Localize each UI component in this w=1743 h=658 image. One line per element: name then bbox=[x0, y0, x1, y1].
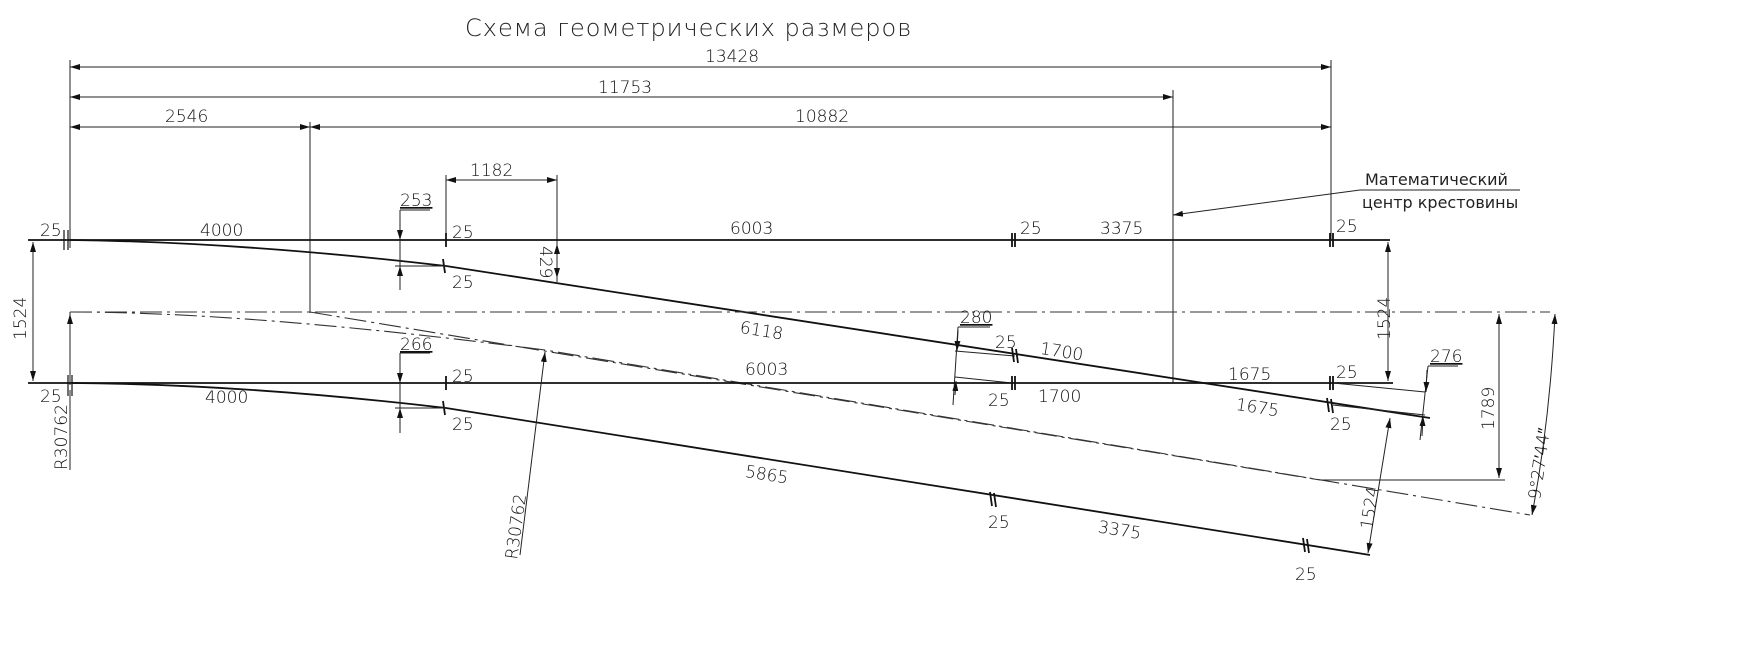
svg-text:25: 25 bbox=[988, 391, 1010, 411]
top-diverging-rail bbox=[69, 239, 1431, 419]
dim-to-center-label: 11753 bbox=[598, 78, 652, 98]
bottom-main-length: 6003 bbox=[745, 360, 788, 380]
gauge-left-label: 1524 bbox=[11, 297, 31, 340]
svg-text:25: 25 bbox=[1295, 565, 1317, 585]
svg-text:25: 25 bbox=[452, 273, 474, 293]
svg-text:25: 25 bbox=[452, 223, 474, 243]
gauge-diverging bbox=[1366, 417, 1392, 554]
top-main-length: 6003 bbox=[730, 219, 773, 239]
top-diverging-length: 6118 bbox=[739, 318, 785, 345]
svg-text:25: 25 bbox=[40, 221, 62, 241]
crossing-angle: 9°27′44″ bbox=[1525, 427, 1555, 501]
bottom-diverging-length: 5865 bbox=[744, 462, 790, 489]
angle-arc bbox=[1530, 313, 1558, 516]
annotation-line1: Математический bbox=[1365, 170, 1508, 189]
annotation-leader bbox=[1172, 189, 1361, 217]
radius-left: R30762 bbox=[52, 404, 72, 470]
svg-text:25: 25 bbox=[1336, 217, 1358, 237]
radius-mid: R30762 bbox=[502, 493, 531, 561]
offset-276: 276 bbox=[1430, 347, 1462, 367]
offset-266: 266 bbox=[400, 335, 432, 355]
gauge-diverging-label: 1524 bbox=[1357, 485, 1384, 531]
offset-253: 253 bbox=[400, 191, 432, 211]
offset-429: 429 bbox=[535, 246, 555, 278]
svg-text:25: 25 bbox=[988, 513, 1010, 533]
diverging-1700: 1700 bbox=[1039, 339, 1085, 366]
svg-text:25: 25 bbox=[1330, 415, 1352, 435]
gauge-right-label: 1524 bbox=[1375, 297, 1395, 340]
svg-text:25: 25 bbox=[995, 333, 1017, 353]
svg-text:25: 25 bbox=[1020, 219, 1042, 239]
bottom-tail-length: 3375 bbox=[1097, 517, 1143, 544]
bottom-1675: 1675 bbox=[1228, 365, 1271, 385]
annotation-line2: центр крестовины bbox=[1362, 193, 1518, 212]
drawing-title: Схема геометрических размеров bbox=[465, 14, 912, 42]
offset-1789: 1789 bbox=[1479, 387, 1499, 430]
diverging-centerline bbox=[69, 311, 1531, 516]
top-curve-length: 4000 bbox=[200, 221, 243, 241]
top-tail-length: 3375 bbox=[1100, 219, 1143, 239]
diverging-1675: 1675 bbox=[1234, 395, 1280, 422]
svg-text:25: 25 bbox=[40, 387, 62, 407]
bottom-1700: 1700 bbox=[1038, 387, 1081, 407]
offset-280: 280 bbox=[960, 308, 992, 328]
svg-text:25: 25 bbox=[1336, 363, 1358, 383]
bottom-curve-length: 4000 bbox=[205, 388, 248, 408]
bottom-diverging-rail bbox=[71, 382, 1371, 556]
svg-text:25: 25 bbox=[452, 367, 474, 387]
dim-front-label: 2546 bbox=[165, 107, 208, 127]
dim-total-label: 13428 bbox=[705, 47, 759, 67]
dim-rear-label: 10882 bbox=[795, 107, 849, 127]
svg-text:25: 25 bbox=[452, 415, 474, 435]
dim-rail-segment-label: 1182 bbox=[470, 161, 513, 181]
